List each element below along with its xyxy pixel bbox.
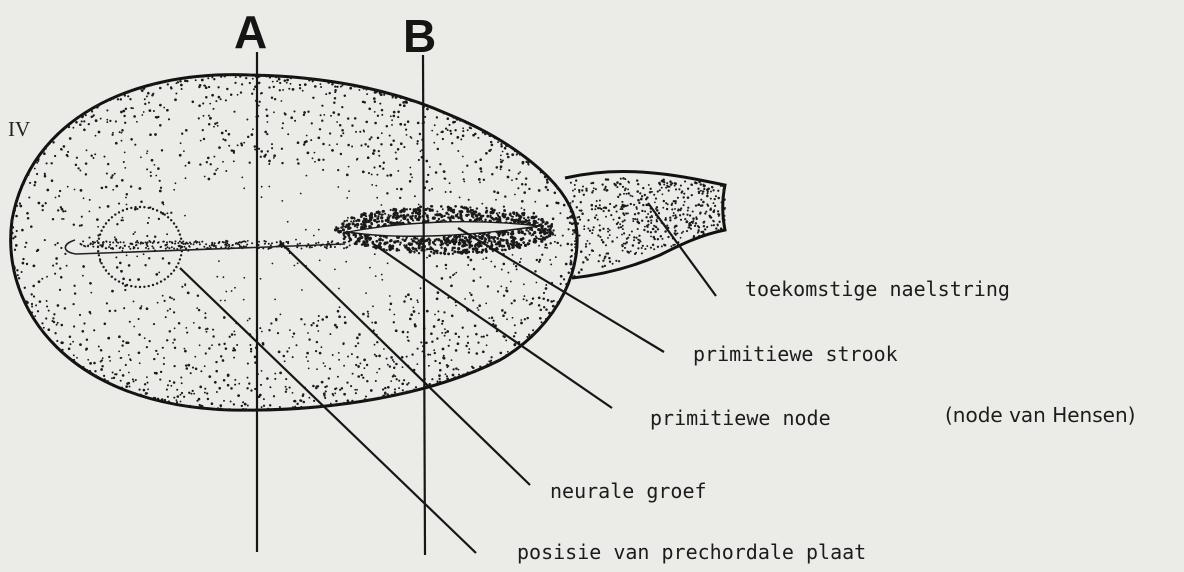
umbilical-stalk-outline	[565, 172, 725, 279]
stalk-stippling	[569, 177, 726, 277]
section-label-a: A	[234, 6, 267, 58]
label-future-umbilical-cord: toekomstige naelstring	[745, 277, 1010, 301]
section-line-b	[423, 55, 425, 555]
label-primitive-streak: primitiewe strook	[693, 342, 898, 366]
label-primitive-node: primitiewe node	[650, 406, 831, 430]
label-prechordal-plate-position: posisie van prechordale plaat	[517, 540, 866, 564]
section-label-b: B	[403, 10, 436, 62]
leader-umbilical-cord	[648, 203, 716, 296]
panel-number: IV	[8, 117, 30, 141]
label-primitive-node-paren: (node van Hensen)	[945, 403, 1135, 427]
label-neural-groove: neurale groef	[550, 479, 707, 503]
